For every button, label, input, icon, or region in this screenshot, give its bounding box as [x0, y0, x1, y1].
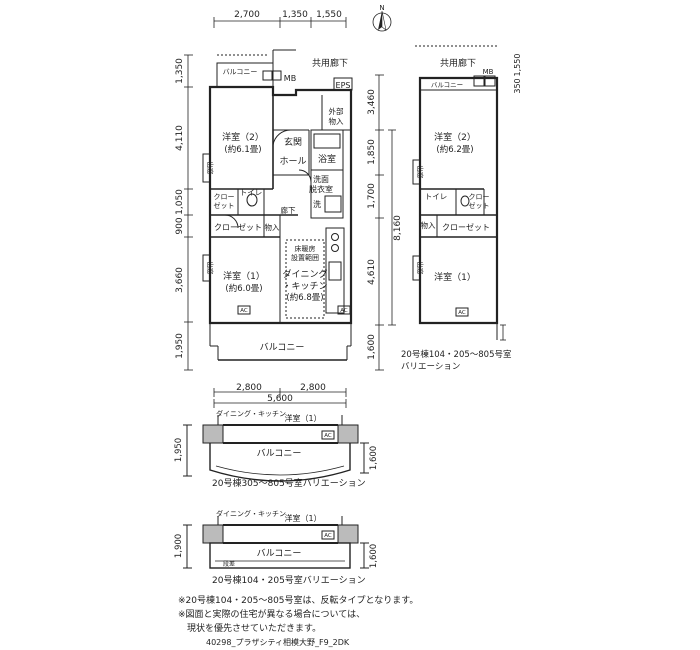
var205-room1: 洋室（1） [284, 513, 321, 523]
var305-balcony: バルコニー [257, 448, 302, 459]
mb-label: MB [284, 74, 296, 83]
dim-left-2: 4,110 [175, 125, 185, 151]
closet-small-1: クロー [214, 193, 235, 201]
var104-closet-small-2: ゼット [469, 201, 490, 210]
var305-dim-2: 1,600 [369, 446, 379, 470]
note-line-1: ※20号棟104・205～805号室は、反転タイプとなります。 [178, 596, 419, 606]
var104-ac: AC [458, 310, 466, 316]
outdoor-storage-2: 物入 [329, 116, 344, 126]
balcony-top-label: バルコニー [223, 68, 258, 76]
dining-line2: ・キッチン [282, 281, 327, 292]
hall-label: ホール [279, 156, 306, 167]
var305-ac: AC [324, 433, 332, 439]
storage-label: 物入 [265, 222, 280, 232]
var104-dim-2: 1,550 [513, 54, 522, 77]
floor-heating-1: 床暖房 [295, 244, 316, 253]
dim-left-6: 1,950 [175, 333, 185, 359]
var305-caption: 20号棟305～805号室バリエーション [212, 477, 366, 489]
var104-closet-small-1: クロー [469, 193, 490, 201]
room1-name: 洋室（1） [223, 270, 265, 282]
dim-bottom-2: 2,800 [300, 383, 326, 393]
floor-heating-2: 設置範囲 [291, 253, 319, 262]
var104-caption-1: 20号棟104・205～805号室 [401, 349, 512, 360]
dining-size: (約6.8畳) [286, 292, 323, 303]
dim-left-5: 3,660 [175, 267, 185, 293]
closet-label: クローゼット [214, 222, 262, 232]
dim-bottom-1: 2,800 [236, 383, 262, 393]
var205-balcony: バルコニー [257, 548, 302, 559]
ac-label-1: AC [240, 308, 248, 314]
dim-left-4: 900 [175, 217, 185, 234]
corridor-label: 共用廊下 [312, 57, 348, 69]
var305-room1: 洋室（1） [284, 413, 321, 423]
var104-corridor: 共用廊下 [440, 57, 476, 69]
dim-right-3: 1,700 [367, 183, 377, 209]
var104-toilet: トイレ [425, 192, 448, 201]
dim-left-1: 1,350 [175, 58, 185, 84]
washroom-label-2: 脱衣室 [309, 184, 333, 194]
var104-room1: 洋室（1） [434, 271, 476, 283]
dim-right-2: 1,850 [367, 139, 377, 165]
dim-bottom-total: 5,600 [267, 394, 293, 404]
washer-label: 洗 [313, 199, 321, 209]
dim-right-1: 3,460 [367, 89, 377, 115]
note-line-3: 現状を優先させていただきます。 [178, 624, 322, 634]
var104-dim-1: 350 [513, 78, 522, 93]
dim-right-5: 4,610 [367, 259, 377, 285]
room1-size: (約6.0畳) [225, 283, 262, 294]
dim-top-3: 1,550 [316, 10, 342, 20]
corridor-inner-label: 廊下 [281, 205, 296, 215]
var104-caption-2: バリエーション [401, 362, 460, 372]
var104-room2-size: (約6.2畳) [436, 144, 473, 155]
dim-right-6: 1,600 [367, 334, 377, 360]
var104-balcony-top: バルコニー [431, 81, 463, 89]
toilet-label: トイレ [240, 188, 263, 197]
ac-label-2: AC [340, 308, 348, 314]
var205-ac: AC [324, 533, 332, 539]
footer-code: 40298_プラザシティ相模大野_F9_2DK [206, 638, 350, 647]
var104-window-2: 出窓 [416, 262, 425, 276]
washroom-label-1: 洗面 [313, 174, 329, 184]
bath-label: 浴室 [318, 153, 336, 165]
var205-caption: 20号棟104・205号室バリエーション [212, 574, 366, 586]
eps-label: EPS [336, 81, 351, 90]
compass-icon [372, 10, 392, 32]
window-label-bottom: 出窓 [206, 262, 215, 276]
var104-window-1: 出窓 [416, 166, 425, 180]
note-line-2: ※図面と実際の住宅が異なる場合については、 [178, 610, 366, 620]
balcony-label: バルコニー [260, 342, 305, 353]
entrance-label: 玄関 [284, 136, 302, 148]
dim-left-3: 1,050 [175, 189, 185, 215]
window-label-top: 出窓 [206, 162, 215, 176]
var104-room2-name: 洋室（2） [434, 131, 476, 143]
dining-line1: ダイニング [282, 268, 327, 280]
dim-right-4: 8,160 [393, 215, 403, 241]
room2-name: 洋室（2） [222, 131, 264, 143]
var305-dim-1: 1,950 [174, 438, 184, 462]
var104-storage: 物入 [421, 220, 436, 230]
var205-dining: ダイニング・キッチン [216, 509, 286, 518]
var305-dining: ダイニング・キッチン [216, 409, 286, 418]
var205-dim-2: 1,600 [369, 544, 379, 568]
var205-step: 段差 [223, 560, 235, 568]
var104-closet: クローゼット [442, 222, 490, 232]
closet-small-2: ゼット [214, 201, 235, 210]
dim-top-1: 2,700 [234, 10, 260, 20]
outdoor-storage-1: 外部 [329, 106, 344, 116]
var205-dim-1: 1,900 [174, 534, 184, 558]
room2-size: (約6.1畳) [224, 144, 261, 155]
dim-top-2: 1,350 [282, 10, 308, 20]
compass-label: N [379, 4, 384, 12]
var104-mb: MB [483, 68, 494, 76]
